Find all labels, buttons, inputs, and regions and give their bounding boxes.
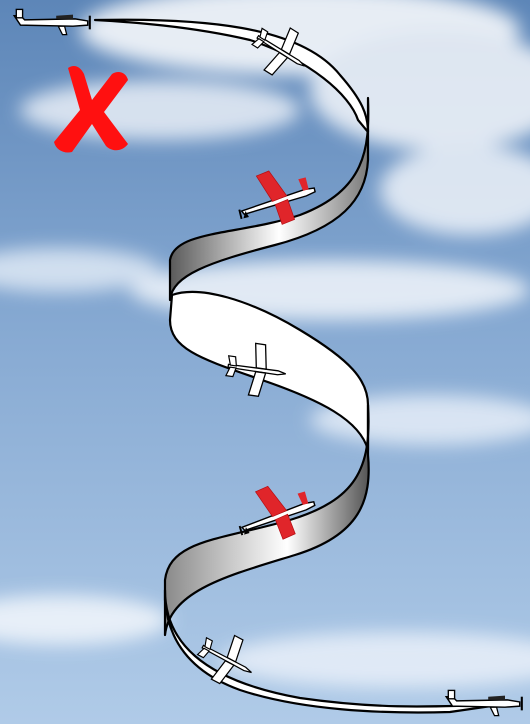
maneuver-diagram: [0, 0, 530, 724]
diagram-canvas: [0, 0, 530, 724]
